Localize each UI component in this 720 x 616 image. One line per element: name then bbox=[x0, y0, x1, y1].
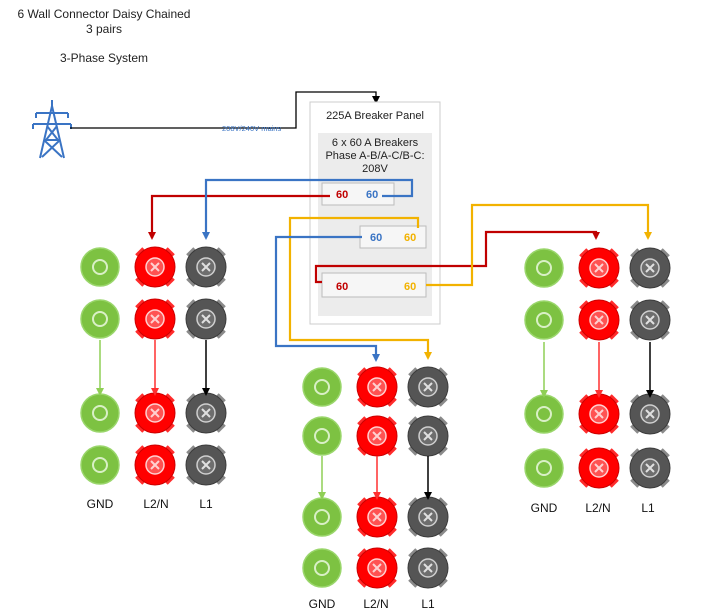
wire-yellow-middle bbox=[288, 216, 432, 360]
l1-terminal-left-3 bbox=[185, 392, 227, 434]
breaker-2-right: 60 bbox=[404, 232, 416, 244]
panel-desc-3: 208V bbox=[362, 163, 388, 175]
title-line-3: 3-Phase System bbox=[60, 51, 148, 65]
gnd-terminal-middle-3 bbox=[302, 497, 342, 537]
breaker-3-right: 60 bbox=[404, 281, 416, 293]
l2n-terminal-left-3 bbox=[134, 392, 176, 434]
l1-terminal-middle-4 bbox=[407, 547, 449, 589]
label-l1-left: L1 bbox=[199, 497, 213, 511]
l2n-terminal-middle-4 bbox=[356, 547, 398, 589]
transmission-tower-icon bbox=[32, 100, 72, 159]
l2n-terminal-right-4 bbox=[578, 447, 620, 489]
l1-terminal-middle-1 bbox=[407, 366, 449, 408]
l2n-terminal-right-1 bbox=[578, 247, 620, 289]
l2n-terminal-left-4 bbox=[134, 444, 176, 486]
breaker-3-left: 60 bbox=[336, 281, 348, 293]
breaker-1 bbox=[321, 182, 395, 206]
l1-terminal-left-1 bbox=[185, 246, 227, 288]
gnd-terminal-right-1 bbox=[524, 248, 564, 288]
l2n-terminal-middle-3 bbox=[356, 496, 398, 538]
label-l2n-left: L2/N bbox=[143, 497, 168, 511]
label-l2n-middle: L2/N bbox=[363, 597, 388, 611]
l1-terminal-left-2 bbox=[185, 298, 227, 340]
label-l1-right: L1 bbox=[641, 501, 655, 515]
label-gnd-right: GND bbox=[531, 501, 558, 515]
l2n-terminal-middle-2 bbox=[356, 415, 398, 457]
label-l1-middle: L1 bbox=[421, 597, 435, 611]
l2n-terminal-left-1 bbox=[134, 246, 176, 288]
gnd-terminal-middle-1 bbox=[302, 367, 342, 407]
wire-red-right bbox=[314, 230, 600, 284]
wire-blue-middle bbox=[274, 235, 380, 362]
gnd-terminal-middle-2 bbox=[302, 416, 342, 456]
wire-red-left bbox=[148, 194, 330, 240]
gnd-terminal-left-1 bbox=[80, 247, 120, 287]
l1-terminal-middle-2 bbox=[407, 415, 449, 457]
l2n-terminal-middle-1 bbox=[356, 366, 398, 408]
l2n-terminal-right-3 bbox=[578, 393, 620, 435]
breaker-2-left: 60 bbox=[370, 232, 382, 244]
l2n-terminal-right-2 bbox=[578, 299, 620, 341]
breaker-1-right: 60 bbox=[366, 189, 378, 201]
gnd-terminal-left-4 bbox=[80, 445, 120, 485]
panel-desc-1: 6 x 60 A Breakers bbox=[332, 137, 419, 149]
wire-yellow-right bbox=[426, 203, 652, 287]
mains-label: 208V/240V mains bbox=[222, 124, 281, 133]
wire-blue-left bbox=[202, 178, 414, 240]
breaker-3 bbox=[321, 272, 427, 298]
title-line-1: 6 Wall Connector Daisy Chained bbox=[18, 7, 191, 21]
l1-terminal-right-4 bbox=[629, 447, 671, 489]
gnd-terminal-right-3 bbox=[524, 394, 564, 434]
l1-terminal-middle-3 bbox=[407, 496, 449, 538]
breaker-1-left: 60 bbox=[336, 189, 348, 201]
l2n-terminal-left-2 bbox=[134, 298, 176, 340]
gnd-terminal-right-2 bbox=[524, 300, 564, 340]
gnd-terminal-middle-4 bbox=[302, 548, 342, 588]
l1-terminal-left-4 bbox=[185, 444, 227, 486]
panel-title: 225A Breaker Panel bbox=[326, 110, 424, 122]
gnd-terminal-right-4 bbox=[524, 448, 564, 488]
panel-desc-2: Phase A-B/A-C/B-C: bbox=[325, 150, 424, 162]
label-gnd-middle: GND bbox=[309, 597, 336, 611]
l1-terminal-right-3 bbox=[629, 393, 671, 435]
title-line-2: 3 pairs bbox=[86, 22, 122, 36]
l1-terminal-right-2 bbox=[629, 299, 671, 341]
label-l2n-right: L2/N bbox=[585, 501, 610, 515]
gnd-terminal-left-2 bbox=[80, 299, 120, 339]
l1-terminal-right-1 bbox=[629, 247, 671, 289]
mains-line bbox=[70, 91, 380, 129]
gnd-terminal-left-3 bbox=[80, 393, 120, 433]
connector-groups bbox=[80, 246, 671, 589]
label-gnd-left: GND bbox=[87, 497, 114, 511]
